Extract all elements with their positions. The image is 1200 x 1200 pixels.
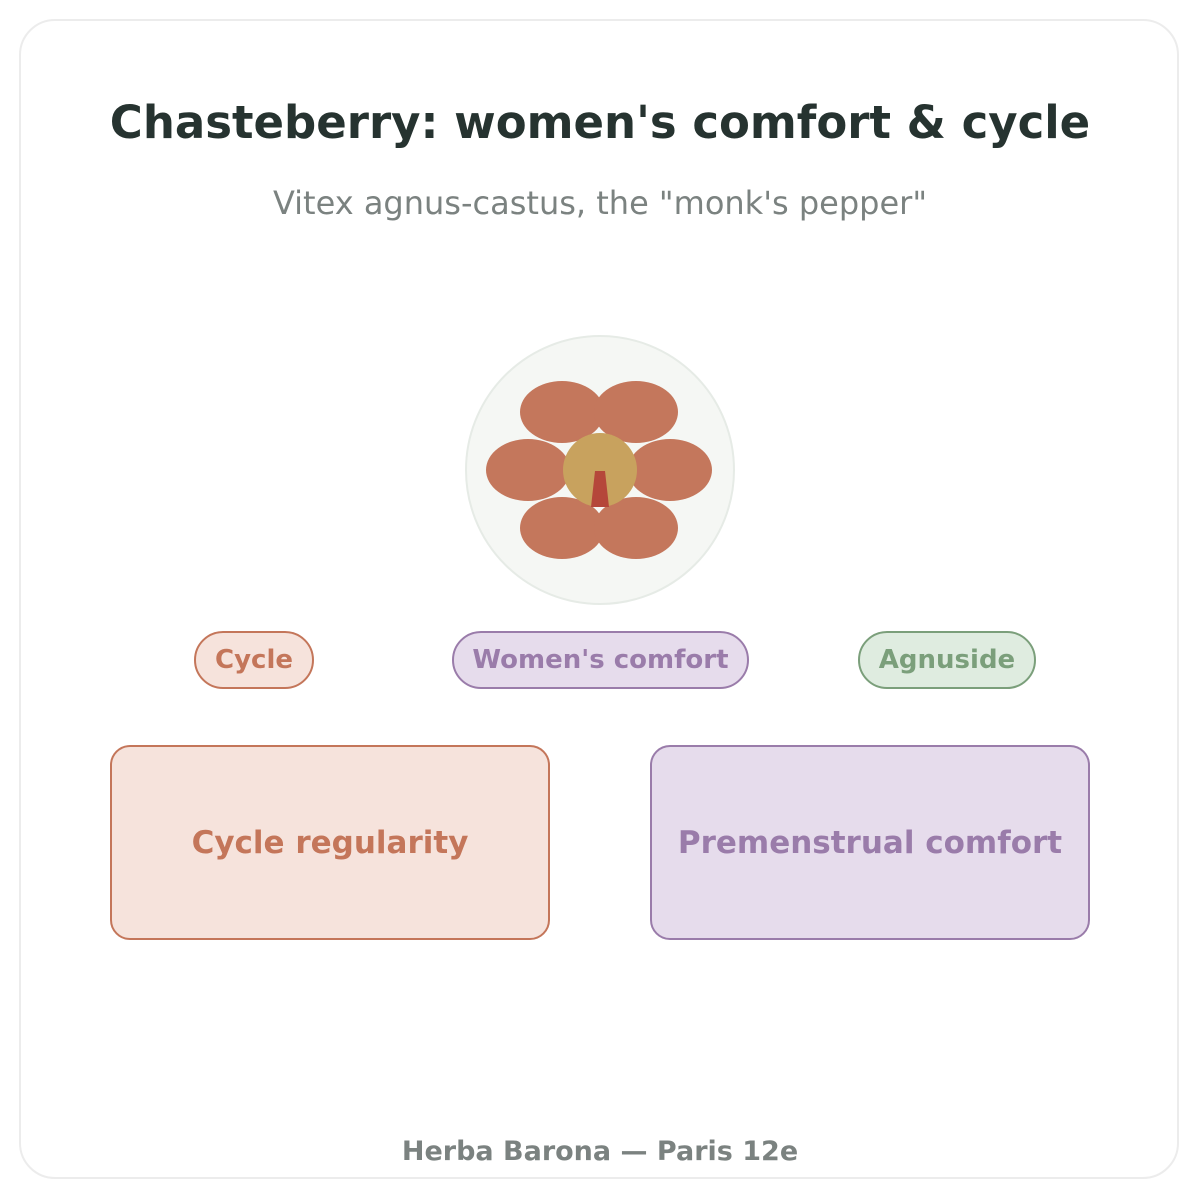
page-title: Chasteberry: women's comfort & cycle	[109, 96, 1091, 149]
petal	[520, 497, 604, 559]
flower-center	[563, 433, 637, 507]
pistil	[591, 471, 609, 507]
petal	[594, 497, 678, 559]
page-subtitle: Vitex agnus-castus, the "monk's pepper"	[272, 184, 928, 222]
petal	[594, 381, 678, 443]
tag-cycle: Cycle	[194, 631, 314, 689]
tag-womens-comfort: Women's comfort	[452, 631, 749, 689]
petal	[628, 439, 712, 501]
petal	[486, 439, 570, 501]
benefit-premenstrual-comfort: Premenstrual comfort	[650, 745, 1090, 940]
petal	[520, 381, 604, 443]
tag-agnuside: Agnuside	[858, 631, 1036, 689]
benefit-cycle-regularity: Cycle regularity	[110, 745, 550, 940]
flower-icon	[465, 335, 735, 605]
footer-credit: Herba Barona — Paris 12e	[401, 1136, 799, 1167]
